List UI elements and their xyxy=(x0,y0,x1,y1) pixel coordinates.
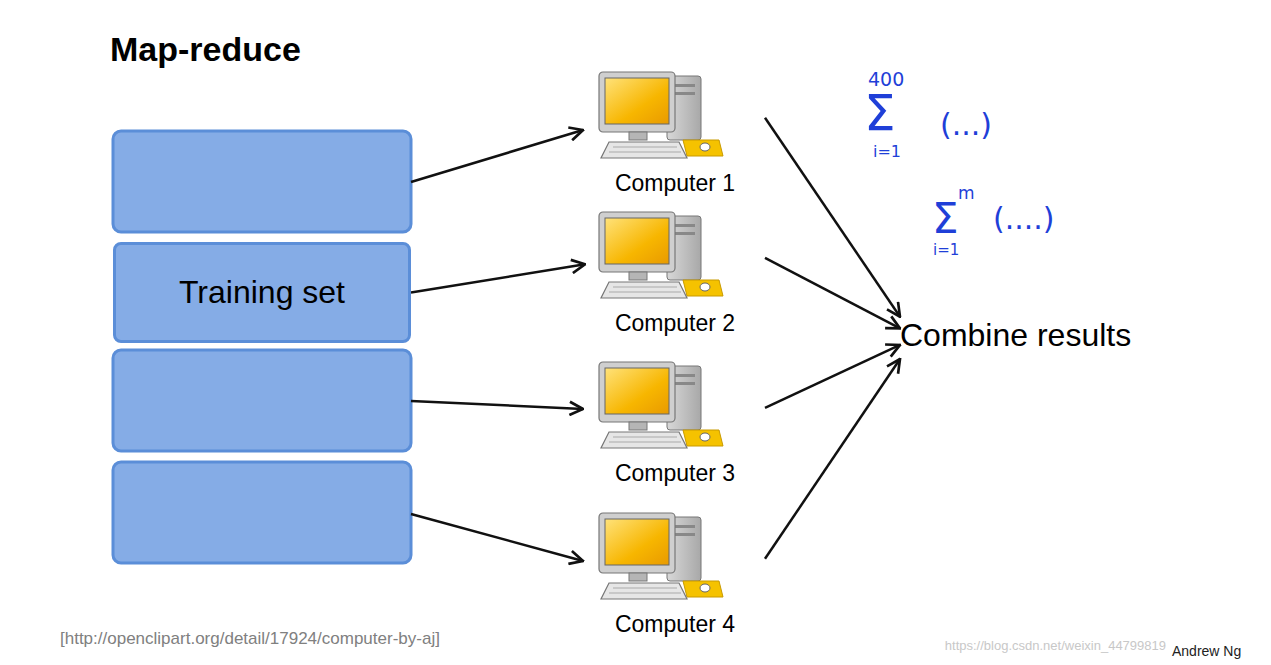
computer-icon xyxy=(595,70,725,162)
hand-sigma: Σ xyxy=(932,198,959,240)
flow-arrow xyxy=(765,359,900,559)
data-block xyxy=(113,462,411,563)
hand-note: (...) xyxy=(940,110,992,140)
computer-label: Computer 2 xyxy=(585,310,765,337)
computer-label: Computer 1 xyxy=(585,170,765,197)
flow-arrow xyxy=(411,264,585,292)
map-arrow xyxy=(411,130,583,182)
data-block: Training set xyxy=(113,242,411,343)
hand-note: (....) xyxy=(993,204,1055,234)
hand-note: i=1 xyxy=(933,243,959,258)
data-block xyxy=(113,350,411,451)
map-arrow xyxy=(411,401,583,409)
result-node: Combine results xyxy=(900,312,1180,359)
computer-node: Computer 1 xyxy=(585,68,765,199)
hand-sigma: Σ xyxy=(864,88,896,138)
computer-icon xyxy=(595,511,725,603)
computer-label: Computer 4 xyxy=(585,611,765,638)
computer-icon xyxy=(595,360,725,452)
hand-note: i=1 xyxy=(873,144,901,160)
node-label: Combine results xyxy=(900,317,1131,354)
diagram-title: Map-reduce xyxy=(110,30,301,69)
watermark: https://blog.csdn.net/weixin_44799819 xyxy=(945,638,1166,653)
computer-node: Computer 4 xyxy=(585,509,765,640)
hand-note: 400 xyxy=(868,70,904,89)
computer-icon xyxy=(595,210,725,302)
flow-arrow xyxy=(765,345,900,408)
computer-node: Computer 2 xyxy=(585,208,765,339)
computer-node: Computer 3 xyxy=(585,358,765,489)
author-name: Andrew Ng xyxy=(1172,643,1241,659)
computer-label: Computer 3 xyxy=(585,460,765,487)
flow-arrow xyxy=(765,258,900,329)
data-block xyxy=(113,131,411,232)
map-arrow xyxy=(411,514,583,561)
hand-note: m xyxy=(958,185,975,202)
data-block xyxy=(113,131,411,563)
image-credit: [http://openclipart.org/detail/17924/com… xyxy=(60,629,440,649)
node-label: Training set xyxy=(179,274,345,311)
